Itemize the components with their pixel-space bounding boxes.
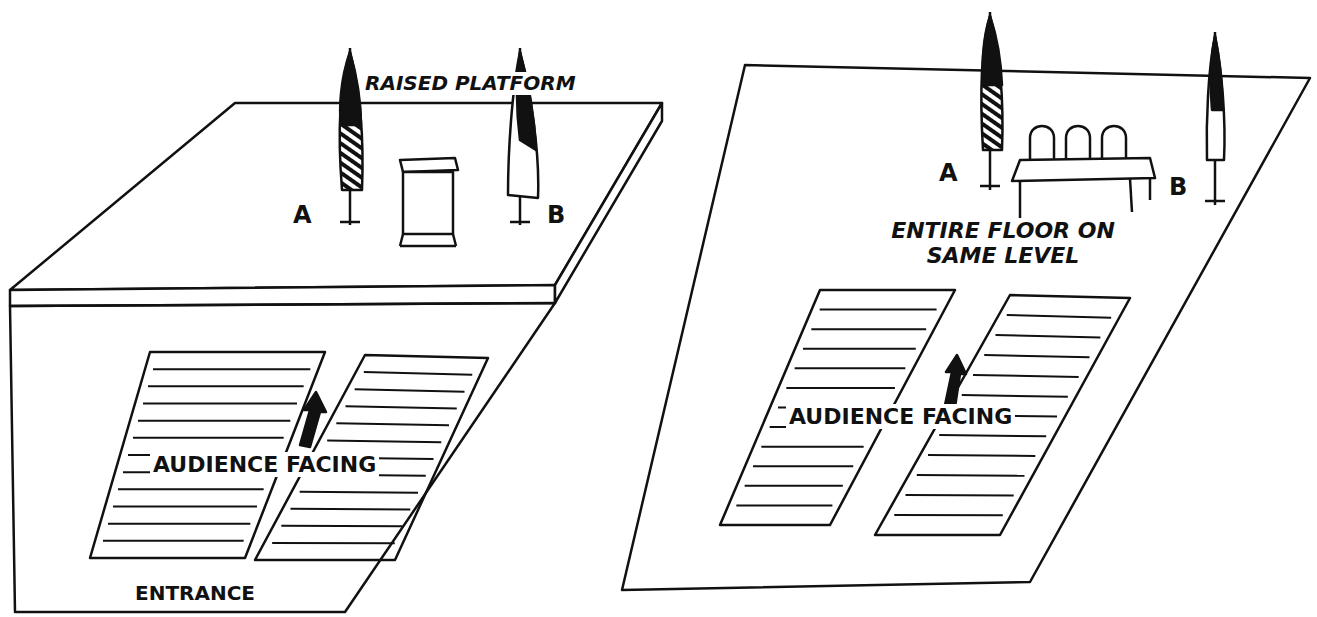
podium <box>400 158 458 246</box>
flag-position: A <box>936 160 961 188</box>
seat-row <box>745 485 843 487</box>
platform-top <box>10 103 662 290</box>
flag-position: A <box>290 202 315 230</box>
flag <box>980 12 1003 190</box>
seat-row <box>300 492 418 493</box>
seat-row <box>906 494 1014 497</box>
seat-row <box>143 403 297 405</box>
seat-row <box>939 435 1046 436</box>
audience-label: AUDIENCE FACING <box>150 452 379 477</box>
seat-row <box>928 455 1035 456</box>
seat-row <box>962 395 1068 397</box>
platform-label: RAISED PLATFORM <box>362 72 579 95</box>
entrance-label: ENTRANCE <box>132 582 258 605</box>
seat-row <box>364 372 472 375</box>
seat-row <box>346 406 457 408</box>
seat-row <box>811 328 926 330</box>
flag <box>340 48 363 225</box>
seat-row <box>1007 315 1111 318</box>
seat-row <box>996 335 1101 338</box>
seat-row <box>753 465 853 467</box>
audience-label: AUDIENCE FACING <box>786 404 1015 429</box>
flag-position: B <box>544 202 568 230</box>
seat-row <box>973 375 1079 377</box>
seat-row <box>118 488 264 490</box>
seat-row <box>336 423 449 425</box>
seat-row <box>795 367 906 369</box>
seat-row <box>138 420 290 422</box>
seat-row <box>291 508 411 511</box>
seat-row <box>281 525 402 528</box>
floor-label: ENTIRE FLOOR ON SAME LEVEL <box>870 218 1136 269</box>
floor <box>10 303 555 612</box>
seat-row <box>984 355 1089 357</box>
seat-row <box>894 514 1003 516</box>
chairs <box>1030 126 1126 160</box>
seat-row <box>355 389 465 392</box>
seat-row <box>108 523 250 525</box>
seat-row <box>133 437 284 439</box>
seat-row <box>103 540 244 542</box>
table <box>1012 158 1155 218</box>
seat-row <box>148 385 304 387</box>
seat-row <box>113 506 257 508</box>
seat-row <box>761 446 863 448</box>
platform-side <box>555 103 662 303</box>
seat-row <box>803 348 916 350</box>
seat-row <box>786 387 895 389</box>
seat-row <box>272 542 395 544</box>
flag-position: B <box>1166 174 1190 202</box>
seat-row <box>153 368 310 370</box>
direction-arrow <box>300 392 326 447</box>
direction-arrow <box>945 355 966 407</box>
flag <box>1205 32 1225 205</box>
seat-row <box>327 440 441 442</box>
seat-row <box>820 309 937 311</box>
seat-row <box>736 504 832 506</box>
seat-row <box>917 474 1025 477</box>
